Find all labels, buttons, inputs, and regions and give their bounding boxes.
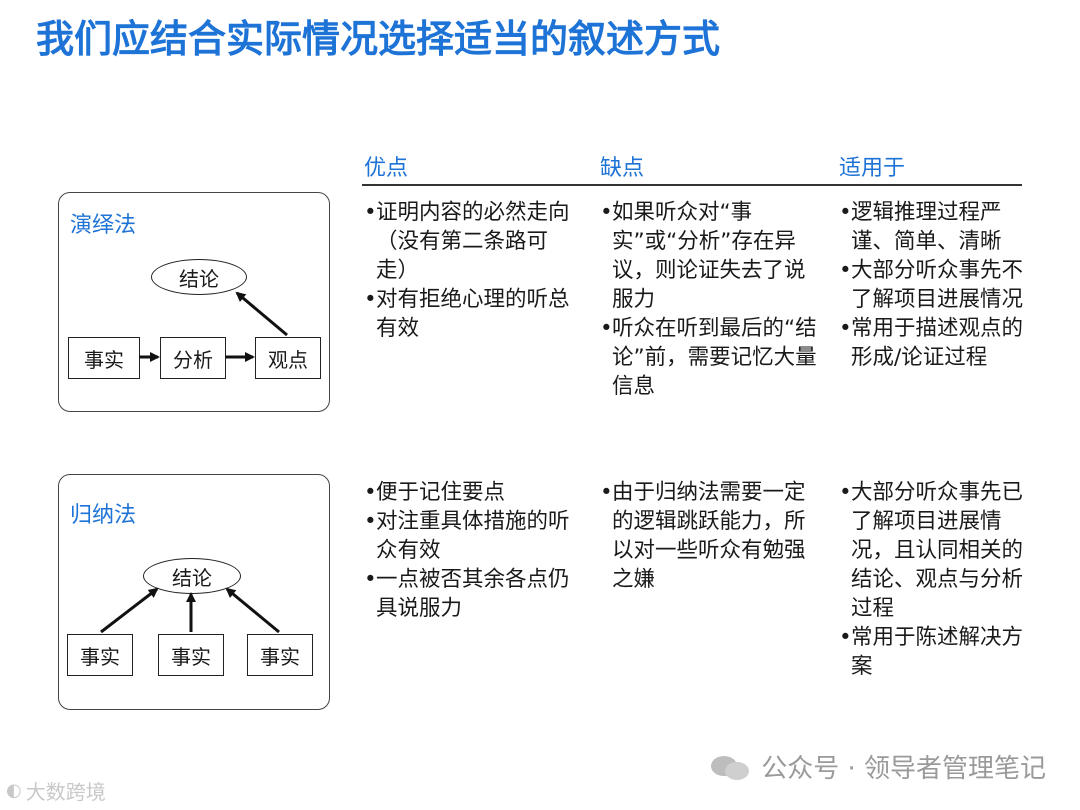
inductive-fact-node-2: 事实 bbox=[158, 634, 224, 676]
list-item: 证明内容的必然走向（没有第二条路可走） bbox=[364, 198, 578, 285]
corner-watermark-text: 大数跨境 bbox=[25, 780, 106, 804]
watermark-text: 公众号 · 领导者管理笔记 bbox=[761, 754, 1046, 784]
inductive-arrows bbox=[100, 587, 280, 634]
list-item: 逻辑推理过程严谨、简单、清晰 bbox=[839, 198, 1033, 256]
list-item: 一点被否其余各点仍具说服力 bbox=[364, 565, 578, 623]
deductive-diagram-panel: 演绎法 结论 事实 分析 观点 bbox=[58, 192, 330, 412]
deductive-panel-title: 演绎法 bbox=[70, 213, 137, 238]
arrow-fact3-to-conclusion bbox=[225, 587, 280, 634]
inductive-applies-list: 大部分听众事先已了解项目进展情况，且认同相关的结论、观点与分析过程 常用于陈述解… bbox=[839, 478, 1033, 681]
list-item: 常用于描述观点的形成/论证过程 bbox=[839, 314, 1033, 372]
arrow-fact1-to-conclusion bbox=[100, 587, 159, 634]
arrow-viewpoint-to-conclusion bbox=[235, 291, 288, 337]
deductive-arrows bbox=[139, 291, 288, 362]
list-item: 大部分听众事先不了解项目进展情况 bbox=[839, 256, 1033, 314]
list-item: 常用于陈述解决方案 bbox=[839, 623, 1033, 681]
list-item: 听众在听到最后的“结论”前，需要记忆大量信息 bbox=[600, 314, 822, 401]
wechat-watermark: 公众号 · 领导者管理笔记 bbox=[711, 748, 1046, 785]
wechat-icon bbox=[711, 752, 751, 782]
inductive-fact-node-3: 事实 bbox=[247, 634, 313, 676]
deductive-cons-list: 如果听众对“事实”或“分析”存在异议，则论证失去了说服力 听众在听到最后的“结论… bbox=[600, 198, 822, 401]
list-item: 便于记住要点 bbox=[364, 478, 578, 507]
list-item: 由于归纳法需要一定的逻辑跳跃能力，所以对一些听众有勉强之嫌 bbox=[600, 478, 822, 594]
column-header-applies: 适用于 bbox=[839, 156, 906, 181]
list-item: 对有拒绝心理的听总有效 bbox=[364, 285, 578, 343]
page-title: 我们应结合实际情况选择适当的叙述方式 bbox=[36, 17, 721, 61]
header-divider bbox=[362, 184, 1022, 186]
column-header-pros: 优点 bbox=[364, 156, 409, 181]
list-item: 如果听众对“事实”或“分析”存在异议，则论证失去了说服力 bbox=[600, 198, 822, 314]
inductive-panel-title: 归纳法 bbox=[70, 503, 137, 528]
list-item: 大部分听众事先已了解项目进展情况，且认同相关的结论、观点与分析过程 bbox=[839, 478, 1033, 623]
deductive-viewpoint-node: 观点 bbox=[255, 337, 321, 379]
deductive-conclusion-node: 结论 bbox=[151, 259, 247, 295]
inductive-pros-list: 便于记住要点 对注重具体措施的听众有效 一点被否其余各点仍具说服力 bbox=[364, 478, 578, 623]
corner-watermark: ◐ 大数跨境 bbox=[6, 776, 106, 805]
brand-logo-icon: ◐ bbox=[6, 780, 22, 801]
list-item: 对注重具体措施的听众有效 bbox=[364, 507, 578, 565]
deductive-pros-list: 证明内容的必然走向（没有第二条路可走） 对有拒绝心理的听总有效 bbox=[364, 198, 578, 343]
inductive-diagram-panel: 归纳法 结论 事实 事实 事实 bbox=[58, 474, 330, 710]
inductive-cons-list: 由于归纳法需要一定的逻辑跳跃能力，所以对一些听众有勉强之嫌 bbox=[600, 478, 822, 594]
deductive-applies-list: 逻辑推理过程严谨、简单、清晰 大部分听众事先不了解项目进展情况 常用于描述观点的… bbox=[839, 198, 1033, 372]
inductive-fact-node-1: 事实 bbox=[67, 634, 133, 676]
column-header-cons: 缺点 bbox=[600, 156, 645, 181]
deductive-analysis-node: 分析 bbox=[160, 337, 226, 379]
